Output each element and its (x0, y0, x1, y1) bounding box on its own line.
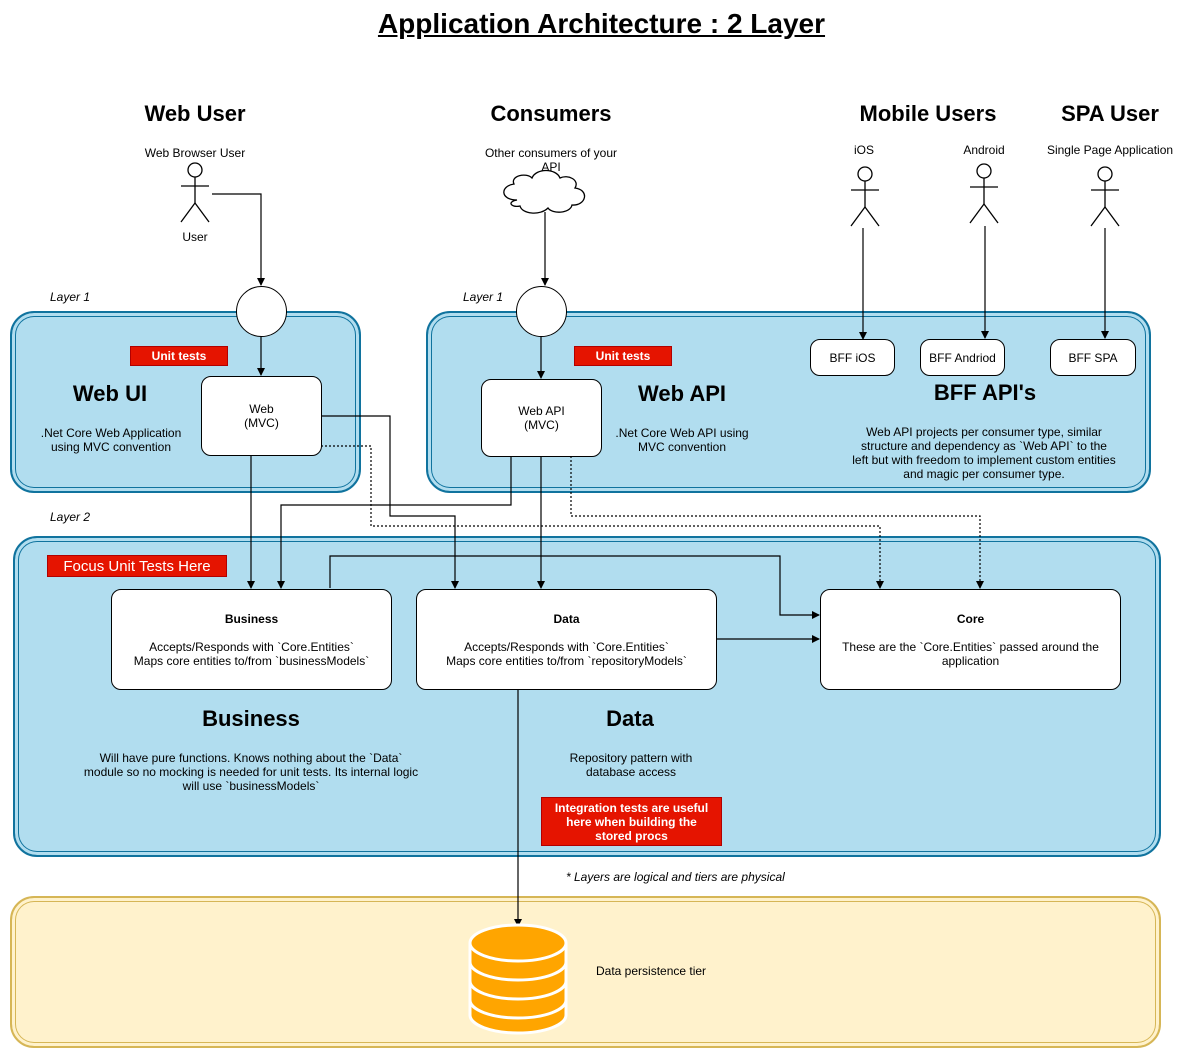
web-api-unit-tests-badge: Unit tests (574, 346, 672, 366)
integration-tests-badge: Integration tests are useful here when b… (541, 797, 722, 846)
consumers-heading: Consumers (490, 101, 612, 126)
bff-android-node: BFF Andriod (920, 339, 1005, 376)
business-node-line2: Maps core entities to/from `businessMode… (133, 653, 370, 668)
android-actor-icon (969, 163, 999, 224)
business-node: Business Accepts/Responds with `Core.Ent… (111, 589, 392, 690)
web-api-title: Web API (637, 381, 726, 406)
ios-label: iOS (853, 143, 874, 157)
data-node-line2: Maps core entities to/from `repositoryMo… (446, 653, 687, 668)
web-user-label: User (182, 230, 208, 244)
web-mvc-line1: Web (249, 402, 274, 416)
business-section-desc: Will have pure functions. Knows nothing … (83, 751, 419, 793)
data-node-line1: Accepts/Responds with `Core.Entities` (464, 639, 669, 654)
bff-ios-node: BFF iOS (810, 339, 895, 376)
bff-spa-node: BFF SPA (1050, 339, 1136, 376)
api-entry-point (516, 286, 567, 337)
web-api-mvc-node: Web API (MVC) (481, 379, 602, 457)
data-persistence-tier (10, 896, 1161, 1048)
web-ui-unit-tests-badge: Unit tests (130, 346, 228, 366)
focus-unit-tests-badge: Focus Unit Tests Here (47, 555, 227, 577)
layer2-label: Layer 2 (50, 510, 91, 524)
data-node: Data Accepts/Responds with `Core.Entitie… (416, 589, 717, 690)
web-api-desc: .Net Core Web API using MVC convention (615, 426, 749, 454)
business-node-title: Business (224, 611, 279, 626)
database-icon (468, 923, 568, 1035)
data-section-desc: Repository pattern with database access (569, 751, 693, 779)
web-mvc-line2: (MVC) (244, 416, 279, 430)
core-node-line1: These are the `Core.Entities` passed aro… (842, 639, 1099, 668)
android-label: Android (963, 143, 1005, 157)
core-node-title: Core (956, 611, 985, 626)
web-ui-title: Web UI (72, 381, 148, 406)
web-user-heading: Web User (144, 101, 246, 126)
ios-actor-icon (850, 166, 880, 227)
spa-user-heading: SPA User (1061, 101, 1159, 126)
spa-actor-icon (1090, 166, 1120, 227)
web-api-mvc-line2: (MVC) (524, 418, 559, 432)
web-ui-desc: .Net Core Web Application using MVC conv… (40, 426, 182, 454)
web-entry-point (236, 286, 287, 337)
layer1-label-left: Layer 1 (50, 290, 91, 304)
core-node: Core These are the `Core.Entities` passe… (820, 589, 1121, 690)
business-section-title: Business (202, 706, 300, 731)
cloud-icon (503, 169, 586, 214)
web-user-sub: Web Browser User (144, 146, 246, 160)
web-mvc-node: Web (MVC) (201, 376, 322, 456)
layer1-label-right: Layer 1 (463, 290, 504, 304)
spa-user-sub: Single Page Application (1046, 143, 1174, 157)
data-section-title: Data (606, 706, 654, 731)
web-user-actor-icon (180, 162, 210, 223)
bff-desc: Web API projects per consumer type, simi… (852, 425, 1116, 481)
web-api-mvc-line1: Web API (518, 404, 565, 418)
footnote: * Layers are logical and tiers are physi… (566, 870, 785, 884)
mobile-users-heading: Mobile Users (859, 101, 997, 126)
page-title: Application Architecture : 2 Layer (377, 8, 826, 39)
bff-title: BFF API's (933, 380, 1037, 405)
tier-label: Data persistence tier (596, 964, 707, 978)
data-node-title: Data (553, 611, 580, 626)
business-node-line1: Accepts/Responds with `Core.Entities` (149, 639, 354, 654)
